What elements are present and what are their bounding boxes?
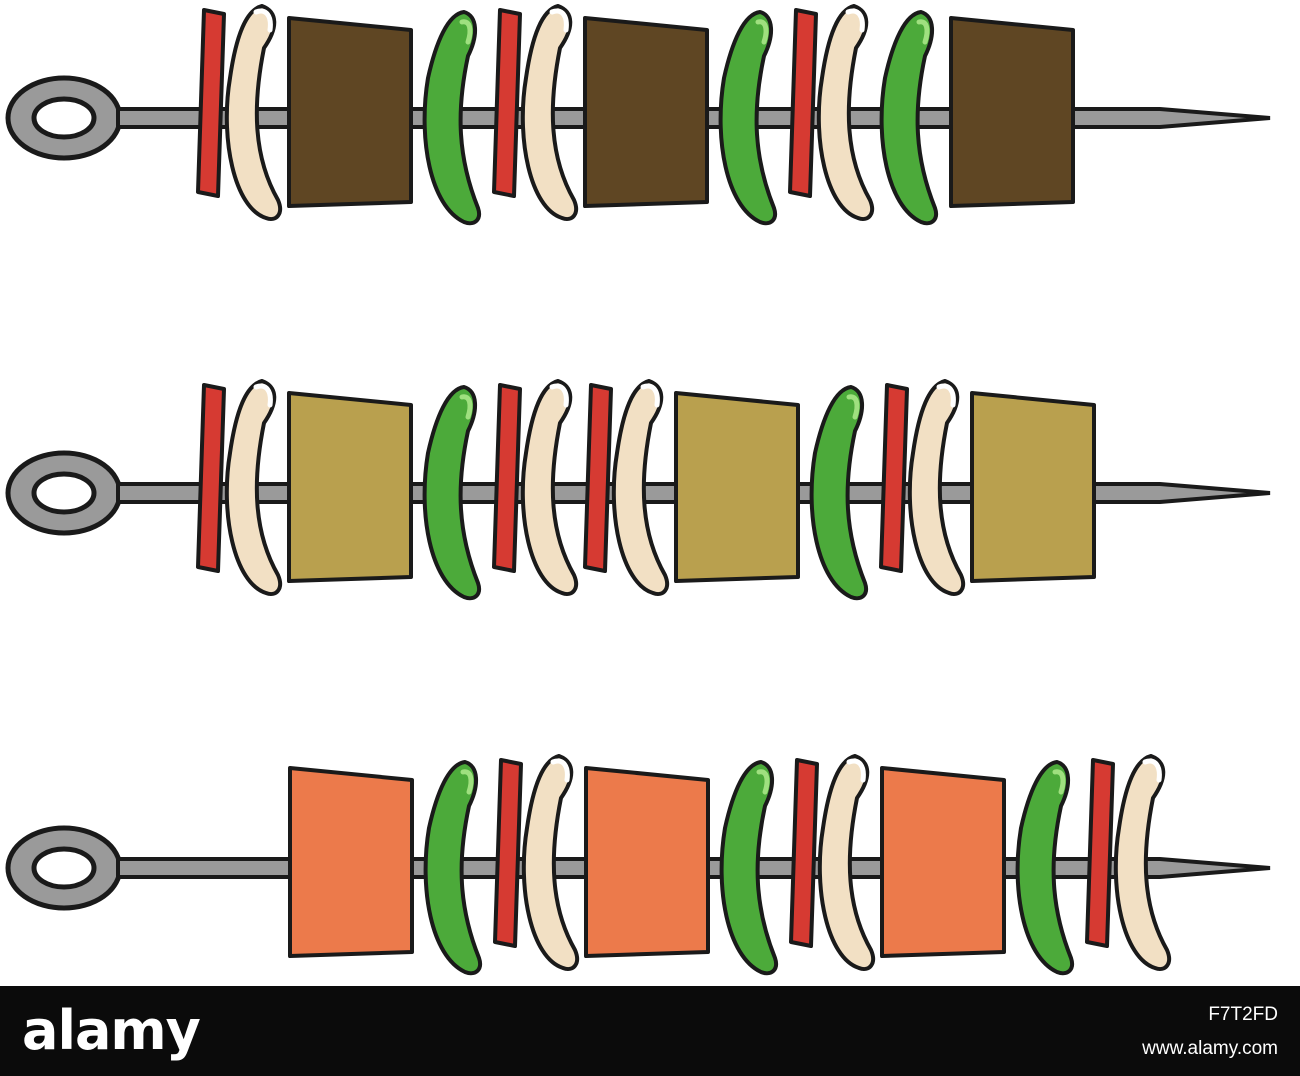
tomato-slice	[196, 383, 226, 573]
green-pepper-slice	[718, 10, 777, 226]
onion-ring-slice	[817, 754, 876, 971]
pepper-highlight	[916, 19, 930, 45]
onion-ring-slice	[224, 379, 283, 596]
tomato-slice	[492, 8, 522, 198]
onion-highlight	[640, 383, 660, 408]
onion-highlight	[936, 383, 956, 408]
illustration-canvas	[5, 4, 1271, 976]
meat-cube	[287, 16, 413, 208]
onion-ring-slice	[224, 4, 283, 221]
onion-highlight	[253, 8, 273, 33]
tomato-slice	[492, 383, 522, 573]
onion-highlight	[550, 758, 570, 783]
green-pepper-slice	[1015, 760, 1074, 976]
tofu-cube	[970, 391, 1096, 583]
onion-highlight	[253, 383, 273, 408]
tofu-kebab-skewer	[5, 379, 1271, 601]
alamy-logo: alamy	[22, 999, 201, 1062]
tomato-slice	[196, 8, 226, 198]
onion-ring-slice	[907, 379, 966, 596]
skewer-ring-hole	[31, 96, 97, 140]
pepper-highlight	[846, 394, 860, 420]
tofu-cube	[674, 391, 800, 583]
meat-kebab-skewer	[5, 4, 1271, 226]
pepper-highlight	[459, 19, 473, 45]
onion-highlight	[549, 8, 569, 33]
kebab-skewers-illustration	[5, 4, 1271, 976]
onion-ring-slice	[521, 754, 580, 971]
image-id-label: F7T2FD	[1208, 1004, 1278, 1025]
image-meta: F7T2FD www.alamy.com	[1142, 998, 1278, 1066]
green-pepper-slice	[809, 385, 868, 601]
onion-highlight	[549, 383, 569, 408]
green-pepper-slice	[879, 10, 938, 226]
salmon-cube	[584, 766, 710, 958]
pepper-highlight	[1052, 769, 1066, 795]
onion-highlight	[845, 8, 865, 33]
pepper-highlight	[460, 769, 474, 795]
tomato-slice	[788, 8, 818, 198]
skewer-ring-hole	[31, 846, 97, 890]
pepper-highlight	[755, 19, 769, 45]
tomato-slice	[879, 383, 909, 573]
onion-highlight	[1142, 758, 1162, 783]
salmon-cube	[880, 766, 1006, 958]
green-pepper-slice	[423, 760, 482, 976]
pepper-highlight	[756, 769, 770, 795]
site-url-label: www.alamy.com	[1142, 1038, 1278, 1059]
green-pepper-slice	[422, 385, 481, 601]
tomato-slice	[1085, 758, 1115, 948]
tomato-slice	[789, 758, 819, 948]
tofu-cube	[287, 391, 413, 583]
meat-cube	[949, 16, 1075, 208]
green-pepper-slice	[422, 10, 481, 226]
onion-highlight	[846, 758, 866, 783]
meat-cube	[583, 16, 709, 208]
onion-ring-slice	[611, 379, 670, 596]
tomato-slice	[583, 383, 613, 573]
salmon-kebab-skewer	[5, 754, 1271, 976]
skewer-ring-hole	[31, 471, 97, 515]
tomato-slice	[493, 758, 523, 948]
pepper-highlight	[459, 394, 473, 420]
onion-ring-slice	[1113, 754, 1172, 971]
salmon-cube	[288, 766, 414, 958]
onion-ring-slice	[816, 4, 875, 221]
watermark-footer-bar: alamy F7T2FD www.alamy.com	[0, 986, 1300, 1076]
onion-ring-slice	[520, 379, 579, 596]
green-pepper-slice	[719, 760, 778, 976]
onion-ring-slice	[520, 4, 579, 221]
